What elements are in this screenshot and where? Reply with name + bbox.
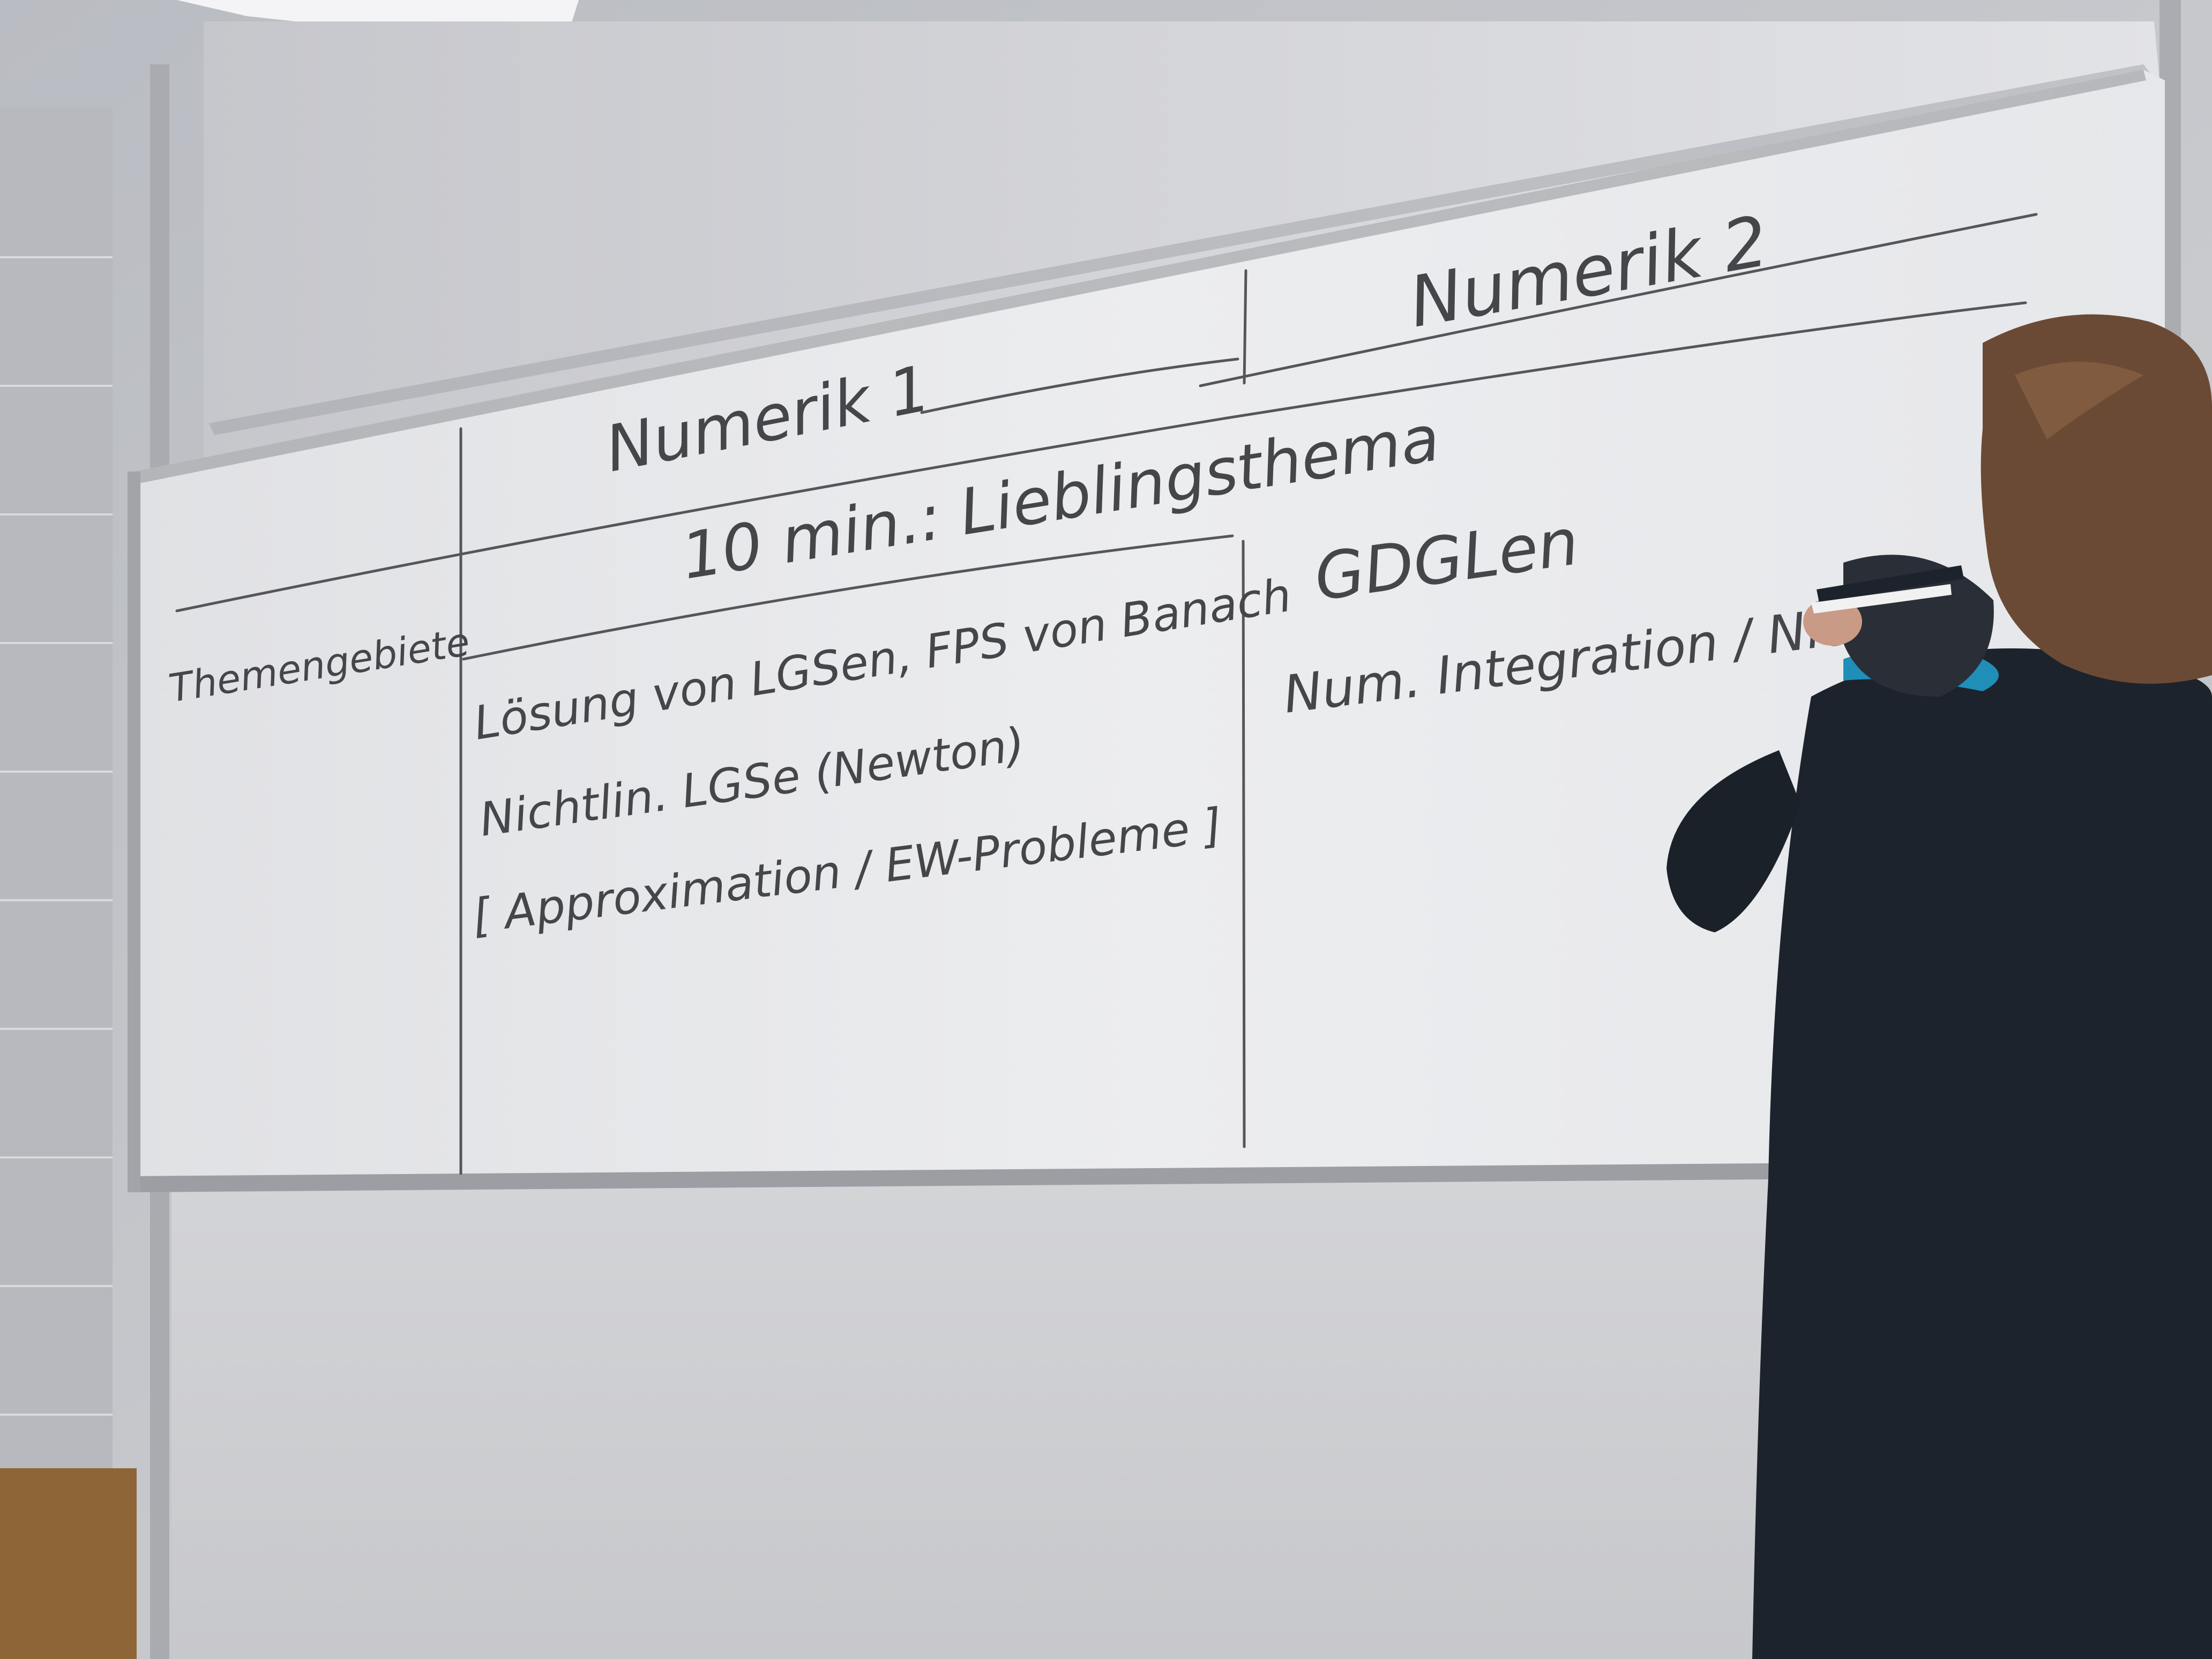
tiled-wall xyxy=(0,107,113,1659)
upper-board xyxy=(204,21,2165,461)
table-grid xyxy=(175,213,2038,1175)
lower-board xyxy=(171,1176,2165,1659)
main-whiteboard xyxy=(134,70,2165,1184)
person xyxy=(1667,314,2212,1659)
cabinet xyxy=(0,1468,137,1659)
